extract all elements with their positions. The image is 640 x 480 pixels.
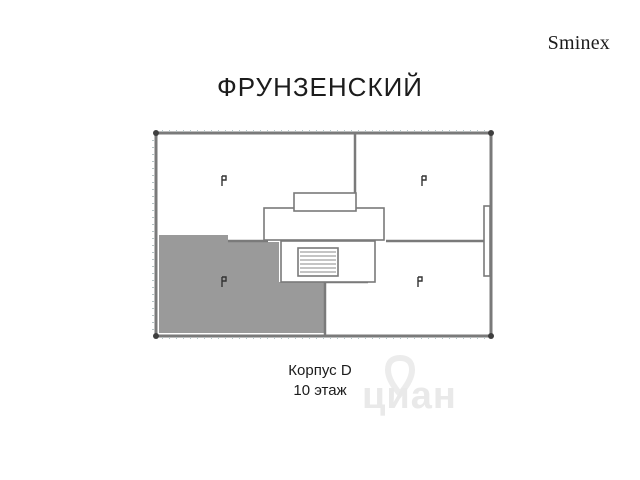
watermark-text: циан: [362, 375, 457, 417]
watermark-icon: [384, 354, 416, 399]
window-markers: [153, 130, 494, 339]
stairs: [300, 251, 336, 273]
brand-logo: Sminex: [547, 32, 610, 54]
window-lines: [152, 130, 486, 339]
page-title: ФРУНЗЕНСКИЙ: [217, 72, 423, 102]
core-block: [263, 192, 491, 283]
room-markers: [221, 175, 427, 287]
unit-bottom-left[interactable]: [159, 235, 325, 333]
building-label: Корпус D: [288, 362, 352, 379]
plan-caption: Корпус D 10 этаж: [0, 361, 640, 401]
floor-label: 10 этаж: [293, 382, 347, 399]
building-outline: [154, 131, 493, 338]
